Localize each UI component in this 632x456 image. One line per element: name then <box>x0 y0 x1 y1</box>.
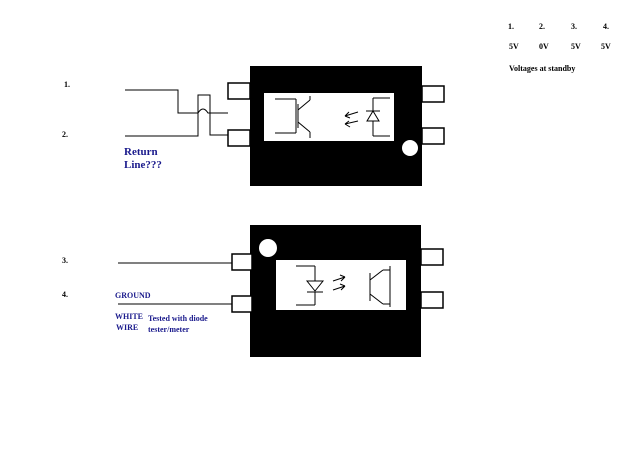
wire-2 <box>125 94 228 137</box>
legend-voltage-1: 5V <box>509 42 519 51</box>
legend-pin-2: 2. <box>539 22 545 31</box>
bottom-light-arrows <box>332 274 346 291</box>
top-pin-right-1 <box>421 85 445 103</box>
top-chip-window <box>264 93 394 141</box>
legend-pin-4: 4. <box>603 22 609 31</box>
bottom-chip-window <box>276 260 406 310</box>
bottom-pin-left-2 <box>231 295 253 313</box>
bottom-pin-right-1 <box>420 248 444 266</box>
annotation-tested-2: tester/meter <box>148 325 190 334</box>
top-led-symbol <box>366 97 390 137</box>
legend-voltage-3: 5V <box>571 42 581 51</box>
bottom-pin-left-1 <box>231 253 253 271</box>
annotation-white-wire-1: WHITE <box>115 312 144 321</box>
annotation-return-line-2: Line??? <box>124 159 162 171</box>
bottom-chip-index-dot <box>259 239 277 257</box>
pin-label-3: 3. <box>62 256 68 265</box>
top-light-arrows <box>344 111 359 128</box>
legend-caption: Voltages at standby <box>509 64 576 73</box>
pin-label-4: 4. <box>62 290 68 299</box>
top-phototransistor-symbol <box>275 96 311 138</box>
annotation-ground: GROUND <box>115 291 151 300</box>
bottom-pin-right-2 <box>420 291 444 309</box>
bottom-phototransistor-symbol <box>369 266 391 307</box>
top-pin-left-2 <box>227 129 251 147</box>
legend-pin-1: 1. <box>508 22 514 31</box>
legend-pin-3: 3. <box>571 22 577 31</box>
top-pin-left-1 <box>227 82 251 100</box>
annotation-white-wire-2: WIRE <box>116 323 139 332</box>
annotation-return-line-1: Return <box>124 146 158 158</box>
legend-voltage-2: 0V <box>539 42 549 51</box>
pin-label-2: 2. <box>62 130 68 139</box>
wire-1 <box>125 89 228 114</box>
bottom-led-symbol <box>296 265 325 306</box>
top-optocoupler <box>125 66 445 186</box>
top-pin-right-2 <box>421 127 445 145</box>
legend-voltage-4: 5V <box>601 42 611 51</box>
bottom-optocoupler <box>118 225 444 357</box>
pin-label-1: 1. <box>64 80 70 89</box>
annotation-tested-1: Tested with diode <box>148 314 208 323</box>
top-chip-index-dot <box>402 140 418 156</box>
